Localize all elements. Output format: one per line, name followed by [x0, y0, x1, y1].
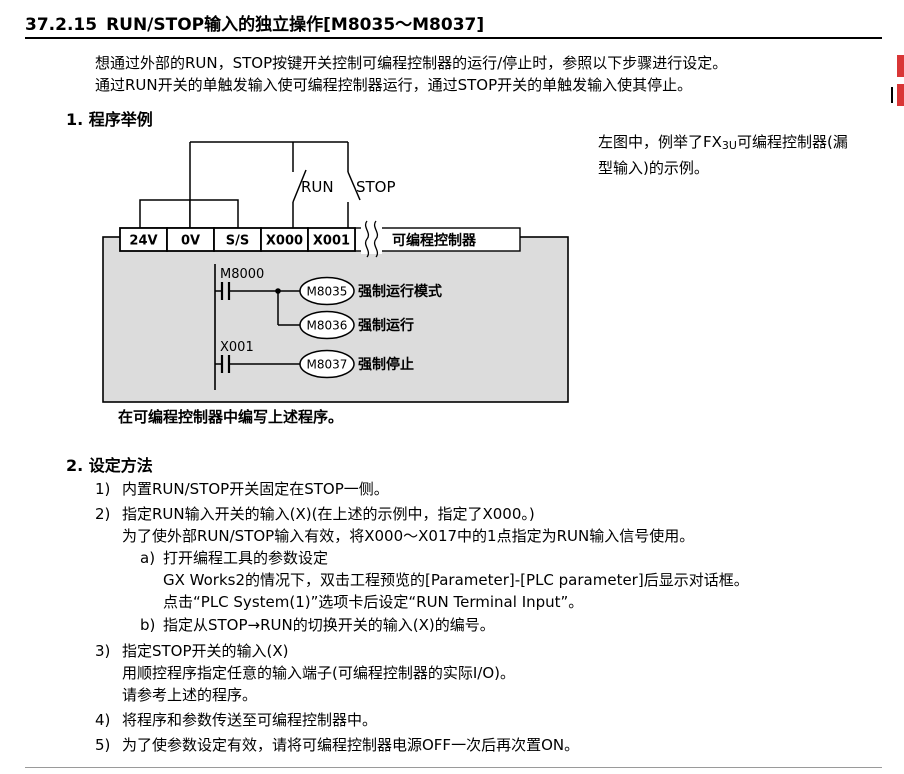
wiring-ladder-diagram: 可编程控制器 RUN STOP 24V 0V S/S X000 X001 M80…	[102, 141, 569, 403]
list-item-2: 2) 指定RUN输入开关的输入(X)(在上述的示例中，指定了X000。) 为了使…	[95, 503, 885, 637]
intro-line-2: 通过RUN开关的单触发输入使可编程控制器运行，通过STOP开关的单触发输入使其停…	[95, 76, 693, 94]
terminal-24v-label: 24V	[129, 234, 157, 249]
list-item-3: 3) 指定STOP开关的输入(X) 用顺控程序指定任意的输入端子(可编程控制器的…	[95, 640, 885, 706]
diagram-caption: 在可编程控制器中编写上述程序。	[118, 408, 344, 426]
list-number: 5)	[95, 736, 111, 754]
intro-paragraph: 想通过外部的RUN，STOP按键开关控制可编程控制器的运行/停止时，参照以下步骤…	[95, 52, 727, 96]
section-title-text: RUN/STOP输入的独立操作[M8035～M8037]	[106, 15, 485, 35]
page-title: 37.2.15 RUN/STOP输入的独立操作[M8035～M8037]	[25, 10, 484, 35]
list-line: 为了使外部RUN/STOP输入有效，将X000～X017中的1点指定为RUN输入…	[122, 527, 695, 545]
list-number: 3)	[95, 642, 111, 660]
list-number: 2)	[95, 505, 111, 523]
settings-list: 1) 内置RUN/STOP开关固定在STOP一侧。 2) 指定RUN输入开关的输…	[95, 478, 885, 759]
contact-x001-label: X001	[220, 340, 254, 355]
terminal-ss-label: S/S	[226, 234, 249, 249]
intro-line-1: 想通过外部的RUN，STOP按键开关控制可编程控制器的运行/停止时，参照以下步骤…	[95, 54, 728, 72]
list-line: 指定STOP开关的输入(X)	[122, 642, 289, 660]
page-edge-marker-black	[891, 87, 893, 103]
coil-m8036	[299, 310, 355, 340]
list-line: 为了使参数设定有效，请将可编程控制器电源OFF一次后再次置ON。	[122, 736, 580, 754]
section-number: 37.2.15	[25, 15, 98, 35]
coil-m8035-desc: 强制运行模式	[358, 283, 442, 300]
side-note-line-1: 左图中，例举了FX3U可编程控制器(漏	[598, 131, 898, 157]
heading-program-example: 1. 程序举例	[66, 110, 153, 129]
supply-box-right	[189, 199, 239, 229]
bottom-rule	[25, 767, 882, 768]
list-line: GX Works2的情况下，双击工程预览的[Parameter]-[PLC pa…	[163, 571, 749, 589]
list-subitem-b: b) 指定从STOP→RUN的切换开关的输入(X)的编号。	[140, 614, 749, 636]
list-line: 指定从STOP→RUN的切换开关的输入(X)的编号。	[163, 616, 495, 634]
run-switch-label: RUN	[301, 178, 334, 196]
band-break-gap	[361, 225, 382, 254]
list-item-5: 5) 为了使参数设定有效，请将可编程控制器电源OFF一次后再次置ON。	[95, 734, 885, 756]
list-number: 4)	[95, 711, 111, 729]
contact-m8000-label: M8000	[220, 267, 264, 282]
title-rule	[25, 37, 882, 39]
break-squiggle-left-icon	[364, 220, 370, 258]
terminal-x000-label: X000	[266, 234, 303, 249]
list-item-4: 4) 将程序和参数传送至可编程控制器中。	[95, 709, 885, 731]
page-edge-marker-red-1	[897, 55, 904, 77]
plc-label: 可编程控制器	[392, 232, 477, 249]
coil-m8036-desc: 强制运行	[358, 317, 414, 334]
list-item-1: 1) 内置RUN/STOP开关固定在STOP一侧。	[95, 478, 885, 500]
list-line: 请参考上述的程序。	[122, 686, 258, 704]
coil-m8037-label: M8037	[307, 358, 348, 372]
break-squiggle-right-icon	[373, 220, 379, 258]
list-line: 点击“PLC System(1)”选项卡后设定“RUN Terminal Inp…	[163, 593, 584, 611]
fx3u-subscript: 3U	[721, 139, 737, 152]
list-line: 用顺控程序指定任意的输入端子(可编程控制器的实际I/O)。	[122, 664, 515, 682]
terminal-0v-label: 0V	[181, 234, 200, 249]
coil-m8037-desc: 强制停止	[358, 356, 414, 373]
list-subitem-a: a) 打开编程工具的参数设定 GX Works2的情况下，双击工程预览的[Par…	[140, 547, 749, 613]
heading-setting-method: 2. 设定方法	[66, 456, 153, 475]
list-line: 打开编程工具的参数设定	[163, 549, 329, 567]
side-note-line-2: 型输入)的示例。	[598, 159, 709, 177]
list-sub-number: b)	[140, 616, 156, 634]
side-note: 左图中，例举了FX3U可编程控制器(漏 型输入)的示例。	[598, 131, 898, 180]
coil-m8037	[299, 349, 355, 379]
list-sub-number: a)	[140, 549, 156, 567]
page-edge-marker-red-2	[897, 84, 904, 106]
supply-box-left	[139, 199, 191, 229]
terminal-x001-label: X001	[313, 234, 350, 249]
list-line: 内置RUN/STOP开关固定在STOP一侧。	[122, 480, 389, 498]
list-line: 将程序和参数传送至可编程控制器中。	[122, 711, 378, 729]
terminal-x001	[307, 227, 356, 252]
coil-m8035	[299, 276, 355, 306]
list-line: 指定RUN输入开关的输入(X)(在上述的示例中，指定了X000。)	[122, 505, 535, 523]
coil-m8036-label: M8036	[307, 319, 348, 333]
stop-switch-label: STOP	[356, 178, 396, 196]
list-number: 1)	[95, 480, 111, 498]
stop-switch-blade-icon	[347, 171, 361, 201]
run-switch-blade-icon	[292, 169, 307, 203]
coil-m8035-label: M8035	[307, 285, 348, 299]
side-note-post: 可编程控制器(漏	[736, 133, 848, 151]
side-note-pre: 左图中，例举了FX	[598, 133, 722, 151]
